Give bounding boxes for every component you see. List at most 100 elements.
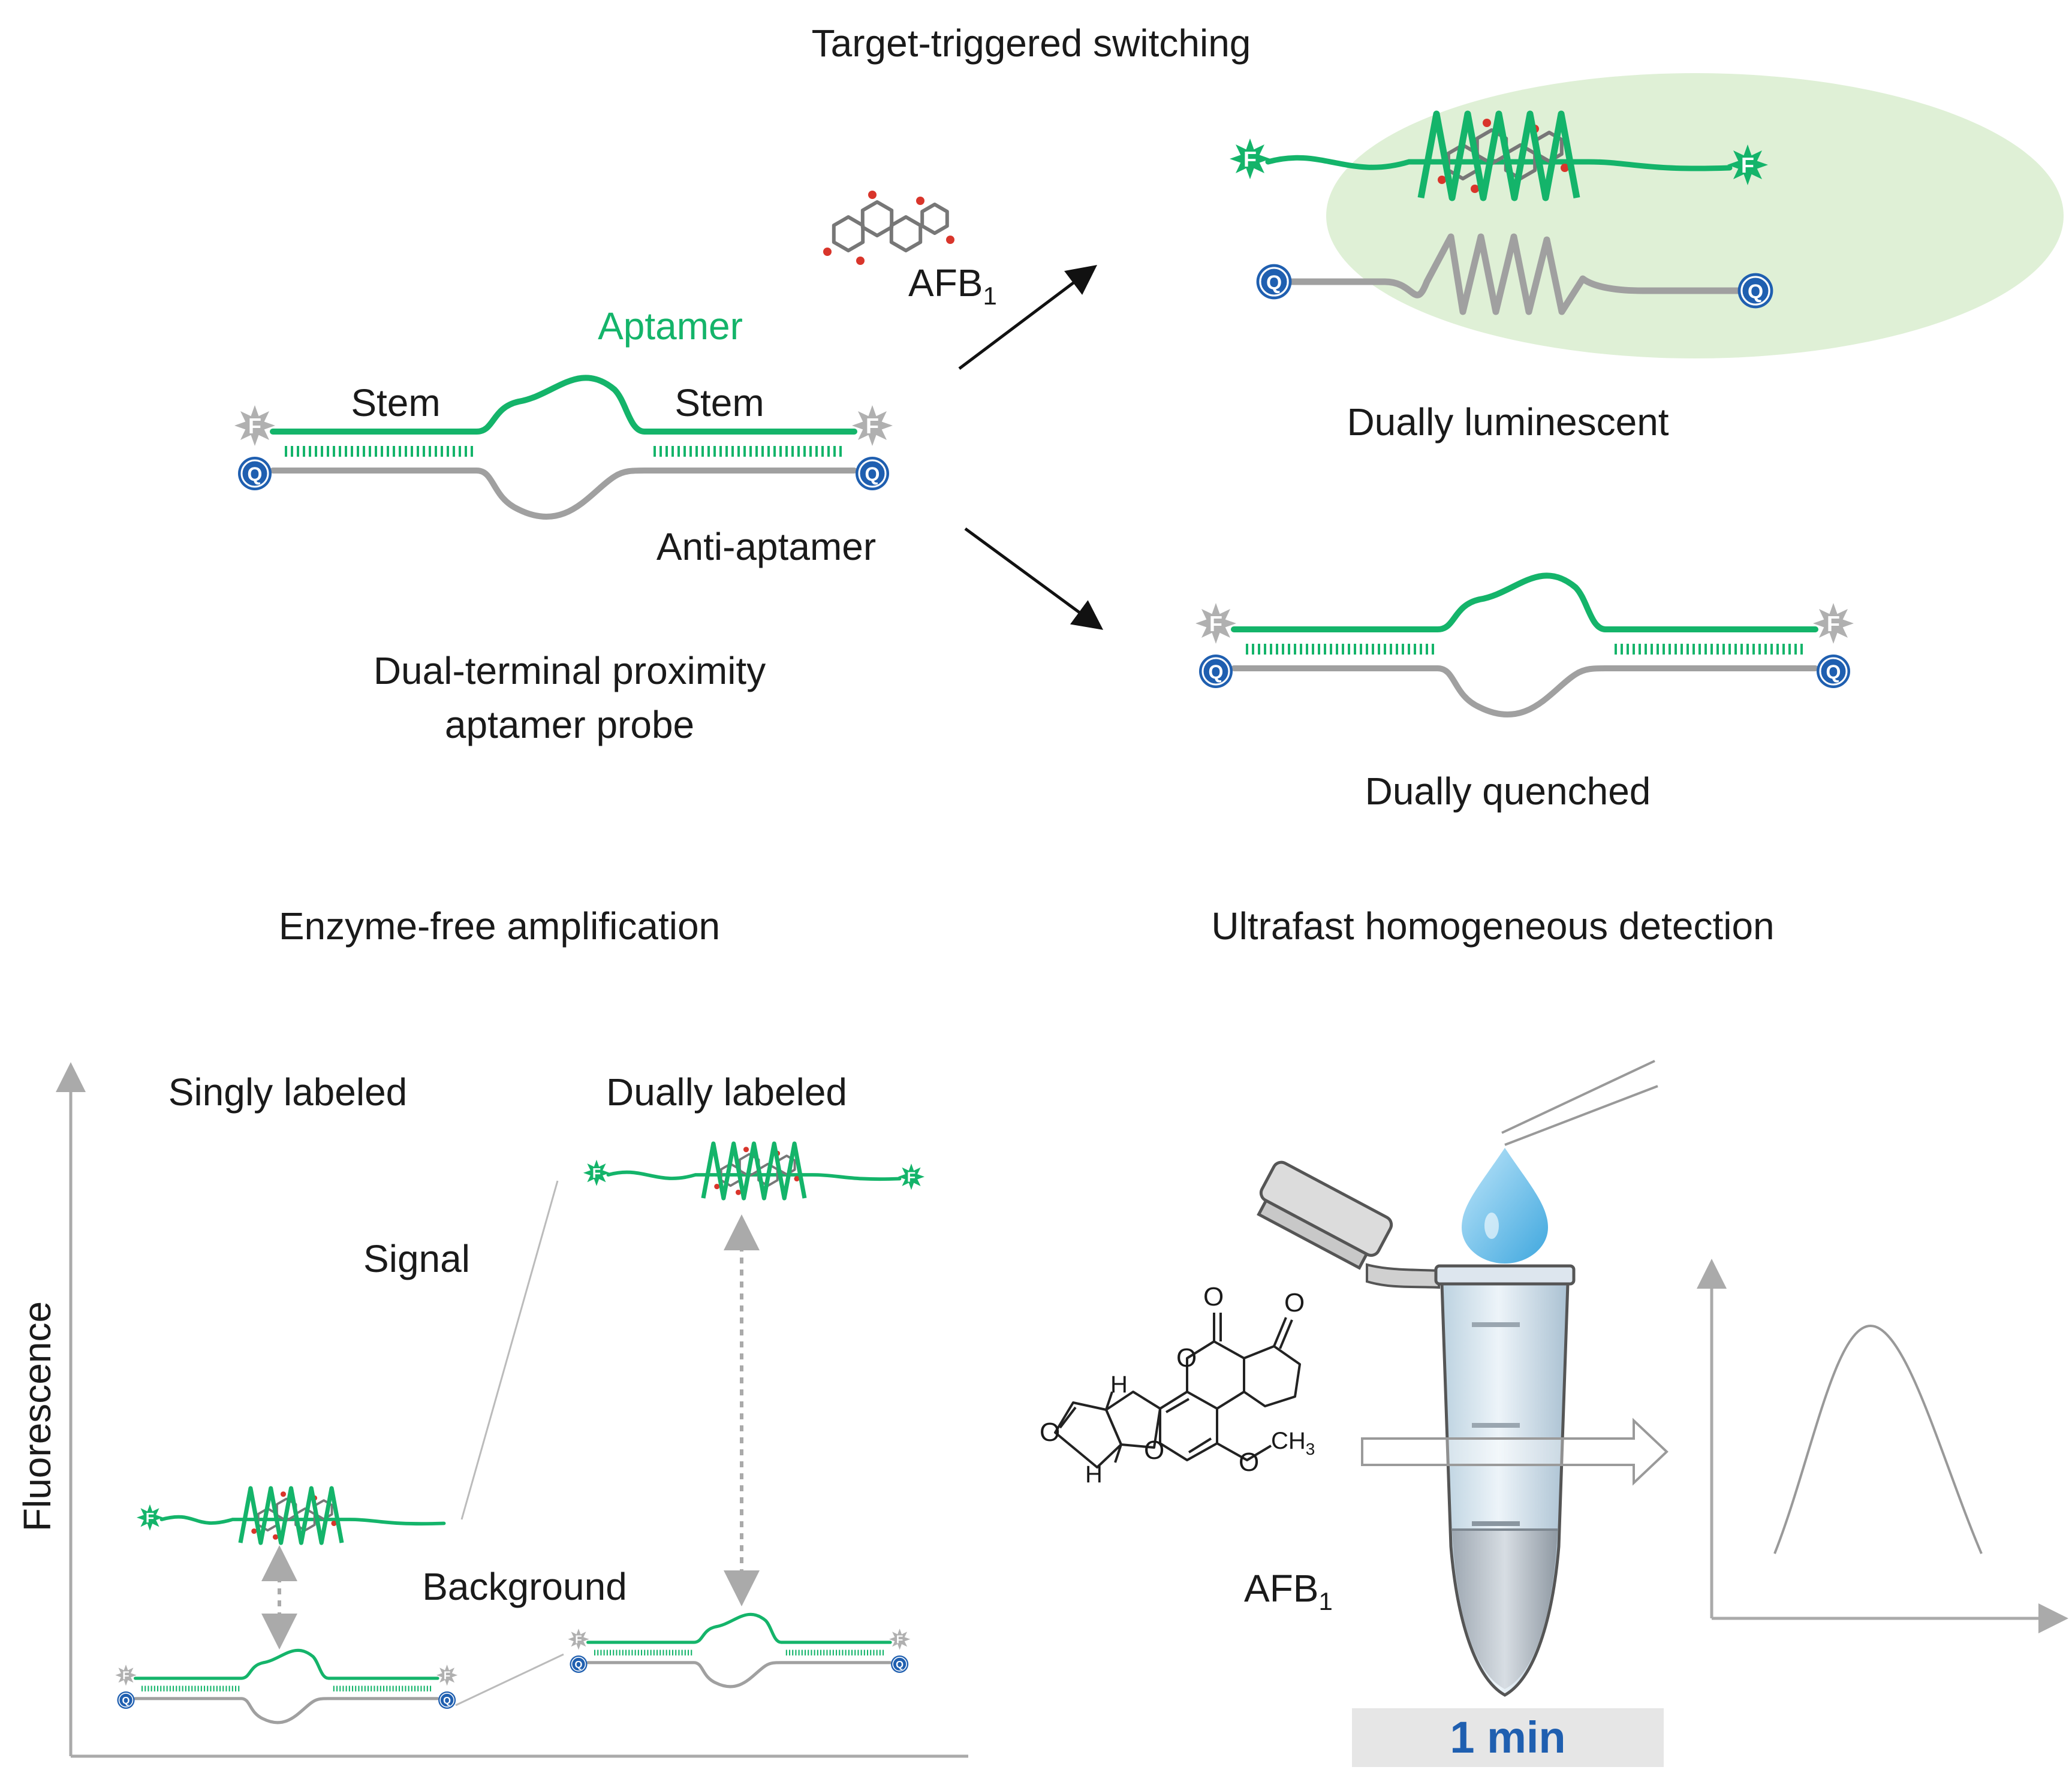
stem-left-label: Stem <box>351 381 441 424</box>
svg-text:F: F <box>907 1169 915 1185</box>
aptamer-strand <box>586 1612 892 1644</box>
atom-o-ring-3: O <box>1144 1436 1165 1465</box>
svg-text:Q: Q <box>1748 281 1763 303</box>
anti-aptamer-strand <box>270 468 857 520</box>
time-box <box>1352 1708 1664 1767</box>
atom-h-2: H <box>1085 1461 1103 1488</box>
svg-text:F: F <box>1827 611 1840 636</box>
svg-text:Q: Q <box>575 1659 583 1671</box>
detection-arrow <box>1361 1418 1669 1486</box>
section-title-ultrafast: Ultrafast homogeneous detection <box>1211 904 1775 948</box>
background-connector-line <box>455 1653 564 1706</box>
quencher-circle-icon: Q <box>1256 264 1292 300</box>
signal-connector-line <box>460 1180 559 1520</box>
anti-aptamer-strand <box>134 1697 439 1724</box>
background-label: Background <box>422 1565 627 1608</box>
fluorophore-star-icon: F <box>1195 603 1236 644</box>
dual-terminal-probe: F F Q Q <box>234 375 893 520</box>
target-afb1-label: AFB1 <box>908 264 997 309</box>
afb1-structure-text: AFB <box>1244 1567 1319 1610</box>
quencher-circle-icon: Q <box>1199 655 1233 688</box>
dually-quenched-probe: F F Q Q <box>1195 572 1854 718</box>
quencher-circle-icon: Q <box>891 1655 909 1673</box>
dually-luminescent-caption: Dually luminescent <box>1347 400 1669 444</box>
signal-label: Signal <box>363 1237 470 1280</box>
anti-aptamer-strand <box>1231 665 1818 718</box>
atom-o-carbonyl-2: O <box>1284 1288 1305 1317</box>
atom-o-methoxy: O <box>1239 1448 1260 1477</box>
quencher-circle-icon: Q <box>856 457 889 490</box>
time-label: 1 min <box>1450 1712 1566 1762</box>
svg-text:F: F <box>1209 611 1222 636</box>
fluorophore-star-icon: F <box>898 1163 925 1190</box>
anti-aptamer-label: Anti-aptamer <box>656 525 877 568</box>
afb1-structure-label: AFB1 <box>1244 1567 1333 1614</box>
quencher-circle-icon: Q <box>238 457 272 490</box>
quencher-circle-icon: Q <box>438 1691 456 1709</box>
aptamer-strand <box>159 1515 446 1526</box>
svg-text:Q: Q <box>1826 661 1841 683</box>
peak-curve-icon <box>1773 1324 1983 1554</box>
aptamer-strand <box>270 375 857 435</box>
atom-o-ring-1: O <box>1176 1343 1197 1373</box>
bound-afb1-icon <box>823 191 954 265</box>
fluorophore-star-icon: F <box>1813 603 1854 644</box>
quencher-circle-icon: Q <box>570 1655 588 1673</box>
fluorophore-star-icon: F <box>115 1665 137 1686</box>
singly-labeled-label: Singly labeled <box>168 1071 408 1114</box>
dually-quenched-caption: Dually quenched <box>1365 770 1651 813</box>
section-title-target-triggered: Target-triggered switching <box>811 22 1251 65</box>
methyl-subscript: 3 <box>1305 1440 1315 1458</box>
svg-text:Q: Q <box>1209 661 1224 683</box>
aptamer-strand <box>606 1170 902 1181</box>
svg-text:F: F <box>575 1633 582 1646</box>
methyl-text: CH <box>1271 1428 1306 1454</box>
afb1-structure-subscript: 1 <box>1318 1587 1333 1615</box>
svg-text:Q: Q <box>896 1659 904 1671</box>
aptamer-helix <box>1417 110 1580 201</box>
afb1-molecule-icon <box>823 191 954 265</box>
svg-text:F: F <box>896 1633 903 1646</box>
fluorescence-axis-label: Fluorescence <box>16 1301 59 1532</box>
svg-text:Q: Q <box>865 463 880 485</box>
droplet-icon <box>1462 1148 1548 1264</box>
aptamer-strand <box>1231 572 1818 632</box>
aptamer-strand <box>134 1648 439 1680</box>
aptamer-helix <box>238 1486 344 1545</box>
aptamer-strand <box>1265 155 1733 171</box>
pipette-tip-icon <box>1501 1060 1658 1146</box>
luminescent-glow-ellipse <box>1326 73 2064 358</box>
fluorophore-star-icon: F <box>436 1665 458 1686</box>
probe-caption-line1: Dual-terminal proximity <box>373 649 766 692</box>
arrow-to-quenched <box>964 527 1104 630</box>
fluorophore-star-icon: F <box>568 1629 589 1650</box>
dually-labeled-label: Dually labeled <box>606 1071 848 1114</box>
svg-text:Q: Q <box>443 1695 451 1706</box>
stem-right-label: Stem <box>674 381 764 424</box>
quencher-circle-icon: Q <box>1737 273 1773 309</box>
quencher-circle-icon: Q <box>117 1691 135 1709</box>
afb1-structure-icon <box>1054 1313 1301 1469</box>
svg-text:F: F <box>248 414 261 438</box>
svg-text:F: F <box>866 414 879 438</box>
fluorophore-star-icon: F <box>234 405 275 446</box>
svg-text:Q: Q <box>248 463 263 485</box>
atom-h-1: H <box>1110 1371 1128 1398</box>
tube-icon <box>1257 1160 1576 1697</box>
methyl-label: CH3 <box>1271 1428 1315 1458</box>
anti-aptamer-strand <box>1285 233 1748 315</box>
fluorophore-star-icon: F <box>136 1504 164 1531</box>
fluorophore-star-icon: F <box>889 1629 911 1650</box>
target-subscript: 1 <box>983 282 997 310</box>
fluorophore-star-icon: F <box>852 405 893 446</box>
singly-labeled-signal-strand: F <box>136 1486 446 1545</box>
atom-o-carbonyl-1: O <box>1203 1282 1224 1311</box>
section-title-enzyme-free: Enzyme-free amplification <box>278 904 721 948</box>
anti-aptamer-strand <box>586 1661 892 1688</box>
aptamer-helix <box>701 1141 807 1201</box>
svg-text:F: F <box>1741 153 1754 177</box>
probe-caption-line2: aptamer probe <box>444 703 695 746</box>
quencher-circle-icon: Q <box>1817 655 1850 688</box>
